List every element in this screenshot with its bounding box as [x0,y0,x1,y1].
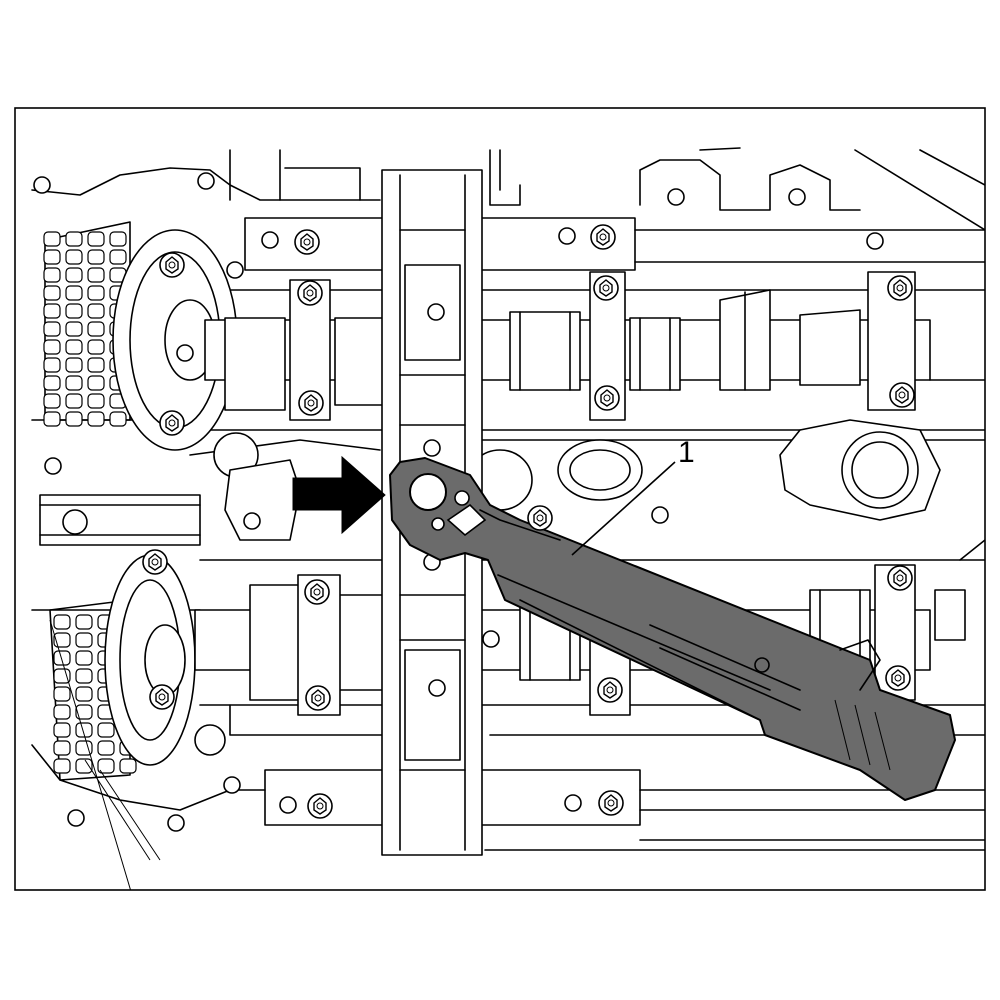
chain-link [53,668,71,684]
chain-link [87,339,105,355]
chain-link [65,393,83,409]
chain-link [87,285,105,301]
chain-link [43,357,61,373]
chain-link [75,704,93,720]
torque-wrench [389,457,956,801]
chain-link [53,758,71,774]
chain-link [43,303,61,319]
chain-link [75,668,93,684]
chain-link [65,321,83,337]
chain-link [87,249,105,265]
callout-1: 1 [571,436,695,556]
chain-link [53,650,71,666]
chain-link [97,740,115,756]
chain-link [43,321,61,337]
chain-link [65,411,83,427]
chain-link [87,231,105,247]
chain-link [97,722,115,738]
chain-link [75,686,93,702]
chain-link [53,740,71,756]
chain-link [53,632,71,648]
chain-link [43,231,61,247]
chain-link [75,758,93,774]
chain-link [43,339,61,355]
chain-link [87,357,105,373]
chain-link [65,231,83,247]
chain-link [53,686,71,702]
port-bores [194,419,941,756]
chain-link [65,339,83,355]
chain-link [87,267,105,283]
chain-link [65,375,83,391]
chain-link [75,740,93,756]
chain-link [65,357,83,373]
chain-link [97,758,115,774]
chain-link [87,411,105,427]
chain-link [87,303,105,319]
chain-leader-lines [49,619,161,890]
chain-link [87,321,105,337]
chain-link [75,650,93,666]
chain-link [87,375,105,391]
chain-link [43,267,61,283]
chain-link [53,614,71,630]
chain-link [43,285,61,301]
chain-guide [39,494,201,546]
chain-link [43,249,61,265]
chain-link [75,614,93,630]
chain-link [109,231,127,247]
chain-link [43,393,61,409]
chain-link [87,393,105,409]
chain-link [65,303,83,319]
chain-link [65,285,83,301]
chain-link [53,722,71,738]
chain-link [109,249,127,265]
arrow-right-icon [292,455,386,535]
chain-link [43,375,61,391]
chain-link [75,722,93,738]
chain-link [43,411,61,427]
chain-link [75,632,93,648]
chain-link [53,704,71,720]
chain-link [65,249,83,265]
chain-link [65,267,83,283]
camshaft-sprocket-lower [104,554,196,766]
chain-link [119,758,137,774]
callout-label-1: 1 [678,436,695,469]
chain-link [109,411,127,427]
